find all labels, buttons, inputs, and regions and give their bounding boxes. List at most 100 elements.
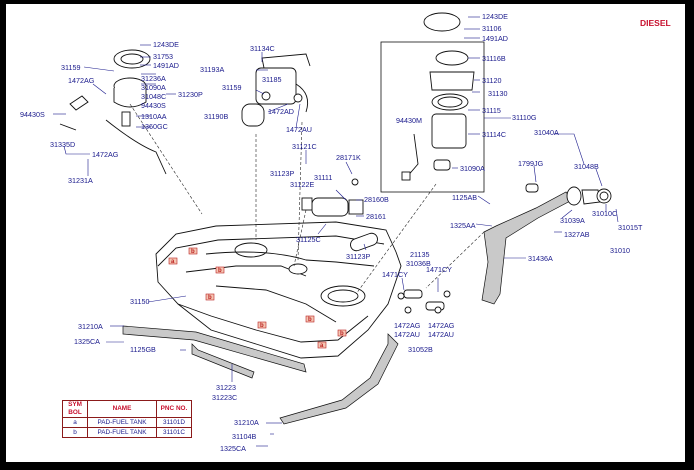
label-31115: 31115 <box>482 106 501 115</box>
label-31193A: 31193A <box>200 65 224 74</box>
part-number-labels: 1243DE 31753 1491AD 31159 1472AG 31236A … <box>20 12 643 453</box>
label-31104B: 31104B <box>232 432 256 441</box>
label-31110G: 31110G <box>512 113 537 122</box>
label-31010C: 31010C <box>592 209 617 218</box>
label-31121C: 31121C <box>292 142 317 151</box>
label-31048B: 31048B <box>574 162 599 171</box>
legend-cell-pnc: 31101D <box>156 417 192 428</box>
legend-cell-symbol: b <box>62 427 88 438</box>
svg-text:b: b <box>191 249 195 255</box>
legend-header-name: NAME <box>87 400 157 418</box>
label-31090A-b: 31090A <box>460 164 485 173</box>
label-1491AD: 1491AD <box>153 61 179 70</box>
diesel-badge: DIESEL <box>640 18 671 28</box>
label-1360GC: 1360GC <box>141 122 168 131</box>
label-1472AU-b: 1472AU <box>394 330 420 339</box>
pump-inset-box <box>380 41 485 193</box>
legend-row: a PAD-FUEL TANK 31101D <box>62 417 192 428</box>
label-1243DE: 1243DE <box>153 40 179 49</box>
label-1472AG-b: 1472AG <box>92 150 119 159</box>
fuel-filter-assembly <box>301 178 378 252</box>
svg-text:a: a <box>320 343 324 349</box>
legend-cell-name: PAD-FUEL TANK <box>87 417 157 428</box>
tank-straps <box>122 325 399 425</box>
label-31134C: 31134C <box>250 44 275 53</box>
label-31052B: 31052B <box>408 345 433 354</box>
label-31090A: 31090A <box>141 83 166 92</box>
label-31150: 31150 <box>130 297 149 306</box>
svg-text:a: a <box>171 259 175 265</box>
legend-header-symbol: SYM BOL <box>62 400 88 418</box>
label-31230P: 31230P <box>178 90 203 99</box>
fuel-tank <box>155 221 402 359</box>
filler-neck <box>481 183 612 305</box>
label-28160B: 28160B <box>364 195 389 204</box>
legend-row: b PAD-FUEL TANK 31101C <box>62 427 192 438</box>
label-31106: 31106 <box>482 24 501 33</box>
label-1472AG-d: 1472AG <box>428 321 455 330</box>
label-1325CA: 1325CA <box>74 337 100 346</box>
label-1472AG-c: 1472AG <box>394 321 421 330</box>
label-1472AU-c: 1472AU <box>428 330 454 339</box>
pump-module <box>401 12 475 181</box>
parts-diagram-frame: a b b b b b a b <box>6 4 685 462</box>
label-94430M: 94430M <box>396 116 422 125</box>
symbol-legend-table: SYM BOL NAME PNC NO. a PAD-FUEL TANK 311… <box>62 400 192 438</box>
fuel-tank-exploded-diagram: a b b b b b a b <box>20 12 643 453</box>
label-31185: 31185 <box>262 75 281 84</box>
label-31236A: 31236A <box>141 74 166 83</box>
label-31223C: 31223C <box>212 393 237 402</box>
label-31040A: 31040A <box>534 128 559 137</box>
label-31114C: 31114C <box>482 130 506 139</box>
label-31223: 31223 <box>216 383 236 392</box>
svg-text:b: b <box>308 317 312 323</box>
label-31130: 31130 <box>488 89 507 98</box>
label-1472AU: 1472AU <box>286 125 312 134</box>
label-31116B: 31116B <box>482 54 506 63</box>
leader-lines <box>53 16 619 447</box>
label-31210A: 31210A <box>78 322 103 331</box>
label-1327AB: 1327AB <box>564 230 590 239</box>
label-31123P-b: 31123P <box>346 252 370 261</box>
svg-text:b: b <box>340 331 344 337</box>
legend-header-pnc: PNC NO. <box>156 400 192 418</box>
canister-assembly <box>241 53 311 127</box>
label-31231A: 31231A <box>68 176 93 185</box>
label-31039A: 31039A <box>560 216 585 225</box>
label-31335D: 31335D <box>50 140 75 149</box>
label-31125C: 31125C <box>296 235 321 244</box>
label-1491AD-b: 1491AD <box>482 34 508 43</box>
label-1799JG: 1799JG <box>518 159 544 168</box>
label-1471CY-b: 1471CY <box>426 265 452 274</box>
label-1325AA: 1325AA <box>450 221 476 230</box>
legend-cell-pnc: 31101C <box>156 427 192 438</box>
label-1472AD: 1472AD <box>268 107 294 116</box>
vent-hoses <box>397 289 451 314</box>
label-1310AA: 1310AA <box>141 112 167 121</box>
svg-text:b: b <box>218 268 222 274</box>
label-94430S: 94430S <box>141 101 166 110</box>
legend-cell-symbol: a <box>62 417 88 428</box>
label-31010: 31010 <box>610 246 630 255</box>
legend-header-row: SYM BOL NAME PNC NO. <box>62 400 192 418</box>
svg-text:b: b <box>208 295 212 301</box>
label-31123P: 31123P <box>270 169 294 178</box>
label-94430S-left: 94430S <box>20 110 45 119</box>
label-31122E: 31122E <box>290 180 314 189</box>
svg-text:b: b <box>260 323 264 329</box>
label-31111: 31111 <box>314 173 332 182</box>
label-31753: 31753 <box>153 52 173 61</box>
label-31436A: 31436A <box>528 254 553 263</box>
label-31190B: 31190B <box>204 112 228 121</box>
label-31036B: 31036B <box>406 259 431 268</box>
tank-pads: a b b b b b a b <box>168 247 347 349</box>
label-28171K: 28171K <box>336 153 361 162</box>
label-1471CY: 1471CY <box>382 270 408 279</box>
label-31210A-b: 31210A <box>234 418 259 427</box>
label-31048C: 31048C <box>141 92 166 101</box>
label-1472AG: 1472AG <box>68 76 95 85</box>
sender-assembly-left <box>59 49 167 175</box>
label-31015T: 31015T <box>618 223 643 232</box>
label-31159-b: 31159 <box>222 83 241 92</box>
legend-cell-name: PAD-FUEL TANK <box>87 427 157 438</box>
